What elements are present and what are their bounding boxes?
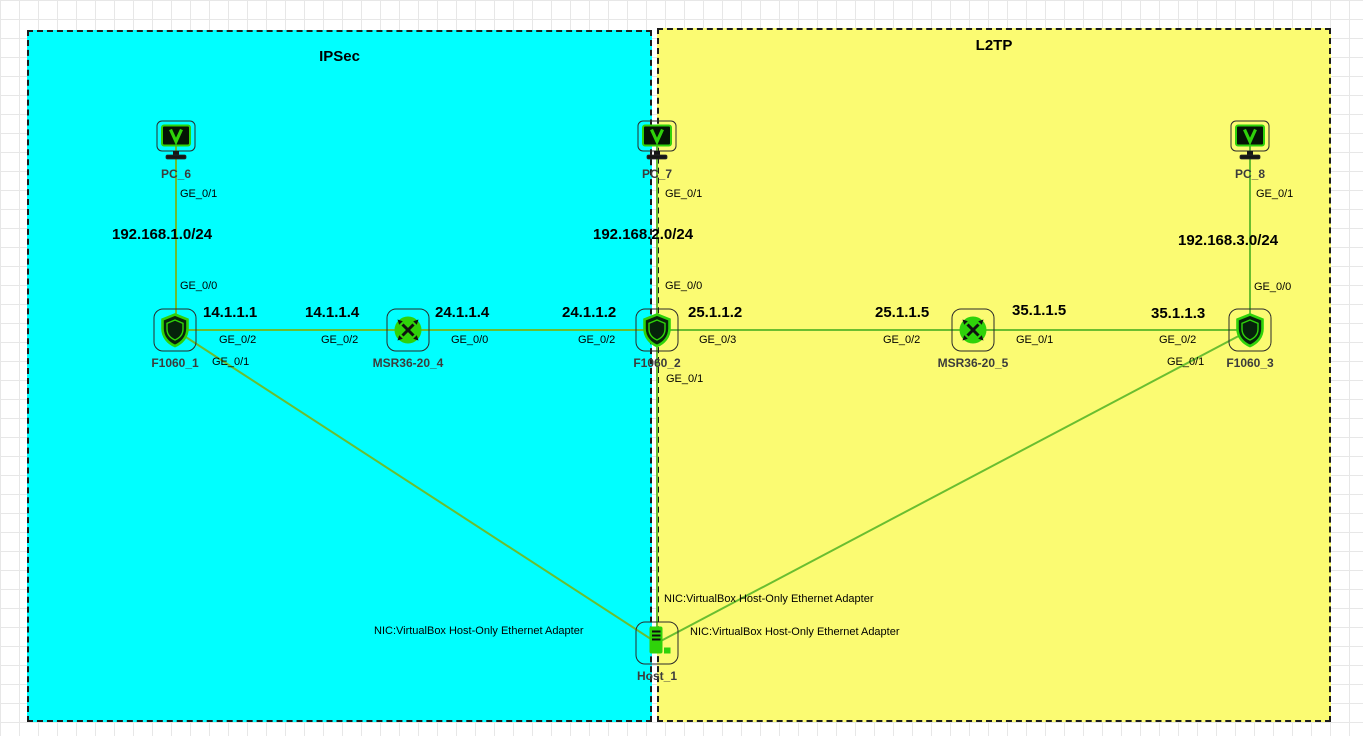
- device-label-fw2: F1060_2: [633, 356, 681, 370]
- firewall-icon: [634, 307, 680, 353]
- ip-label-rt5-right: 35.1.1.5: [1012, 302, 1067, 319]
- firewall-icon: [1227, 307, 1273, 353]
- nic-label-host1-left: NIC:VirtualBox Host-Only Ethernet Adapte…: [374, 625, 584, 637]
- port-label-fw2-ge01: GE_0/1: [666, 373, 704, 385]
- device-rt4[interactable]: MSR36-20_4: [373, 307, 443, 370]
- device-label-pc7: PC_7: [641, 167, 673, 181]
- port-label-rt4-ge02: GE_0/2: [321, 334, 359, 346]
- router-icon: [385, 307, 431, 353]
- ip-label-rt4-left: 14.1.1.4: [305, 304, 360, 321]
- host-icon: [634, 620, 680, 666]
- port-label-fw2-ge03: GE_0/3: [699, 334, 737, 346]
- device-fw1[interactable]: F1060_1: [147, 307, 203, 370]
- pc-icon: [634, 118, 680, 164]
- device-fw2[interactable]: F1060_2: [629, 307, 685, 370]
- port-label-fw3-ge01: GE_0/1: [1167, 356, 1205, 368]
- device-fw3[interactable]: F1060_3: [1222, 307, 1278, 370]
- nic-label-host1-top: NIC:VirtualBox Host-Only Ethernet Adapte…: [664, 593, 874, 605]
- ip-label-fw3-wan: 35.1.1.3: [1151, 305, 1206, 322]
- ip-label-rt4-right: 24.1.1.4: [435, 304, 490, 321]
- port-label-fw1-ge02: GE_0/2: [219, 334, 257, 346]
- pc-icon: [1227, 118, 1273, 164]
- router-icon: [950, 307, 996, 353]
- zone-l2tp[interactable]: L2TP: [657, 28, 1331, 722]
- zone-l2tp-title: L2TP: [975, 37, 1013, 54]
- port-label-fw3-ge00: GE_0/0: [1254, 281, 1292, 293]
- device-label-pc8: PC_8: [1234, 167, 1266, 181]
- device-rt5[interactable]: MSR36-20_5: [938, 307, 1008, 370]
- port-label-pc8-ge01: GE_0/1: [1256, 188, 1294, 200]
- ip-label-fw2-left: 24.1.1.2: [562, 304, 617, 321]
- port-label-fw1-ge01: GE_0/1: [212, 356, 250, 368]
- port-label-pc6-ge01: GE_0/1: [180, 188, 218, 200]
- port-label-pc7-ge01: GE_0/1: [665, 188, 703, 200]
- device-label-fw1: F1060_1: [151, 356, 199, 370]
- nic-label-host1-right: NIC:VirtualBox Host-Only Ethernet Adapte…: [690, 626, 900, 638]
- device-label-fw3: F1060_3: [1226, 356, 1274, 370]
- zone-ipsec-title: IPSec: [319, 48, 360, 65]
- link-fw1-host1[interactable]: [174, 329, 658, 644]
- device-label-rt4: MSR36-20_4: [372, 356, 444, 370]
- device-pc6[interactable]: PC_6: [148, 118, 204, 181]
- zone-ipsec[interactable]: IPSec: [27, 30, 652, 722]
- port-label-fw1-ge00: GE_0/0: [180, 280, 218, 292]
- ip-label-fw2-right: 25.1.1.2: [688, 304, 743, 321]
- device-host1[interactable]: Host_1: [629, 620, 685, 683]
- port-label-fw2-ge02: GE_0/2: [578, 334, 616, 346]
- link-fw3-host1[interactable]: [656, 329, 1251, 644]
- subnet-label-lan3: 192.168.3.0/24: [1178, 232, 1279, 249]
- device-label-host1: Host_1: [636, 669, 677, 683]
- subnet-label-lan2: 192.168.2.0/24: [593, 226, 694, 243]
- device-pc7[interactable]: PC_7: [629, 118, 685, 181]
- pc-icon: [153, 118, 199, 164]
- port-label-rt5-ge02: GE_0/2: [883, 334, 921, 346]
- port-label-fw3-ge02: GE_0/2: [1159, 334, 1197, 346]
- ip-label-fw1-wan: 14.1.1.1: [203, 304, 258, 321]
- device-pc8[interactable]: PC_8: [1222, 118, 1278, 181]
- port-label-rt5-ge01: GE_0/1: [1016, 334, 1054, 346]
- device-label-pc6: PC_6: [160, 167, 192, 181]
- subnet-label-lan1: 192.168.1.0/24: [112, 226, 213, 243]
- firewall-icon: [152, 307, 198, 353]
- port-label-fw2-ge00: GE_0/0: [665, 280, 703, 292]
- ip-label-rt5-left: 25.1.1.5: [875, 304, 930, 321]
- device-label-rt5: MSR36-20_5: [937, 356, 1009, 370]
- port-label-rt4-ge00: GE_0/0: [451, 334, 489, 346]
